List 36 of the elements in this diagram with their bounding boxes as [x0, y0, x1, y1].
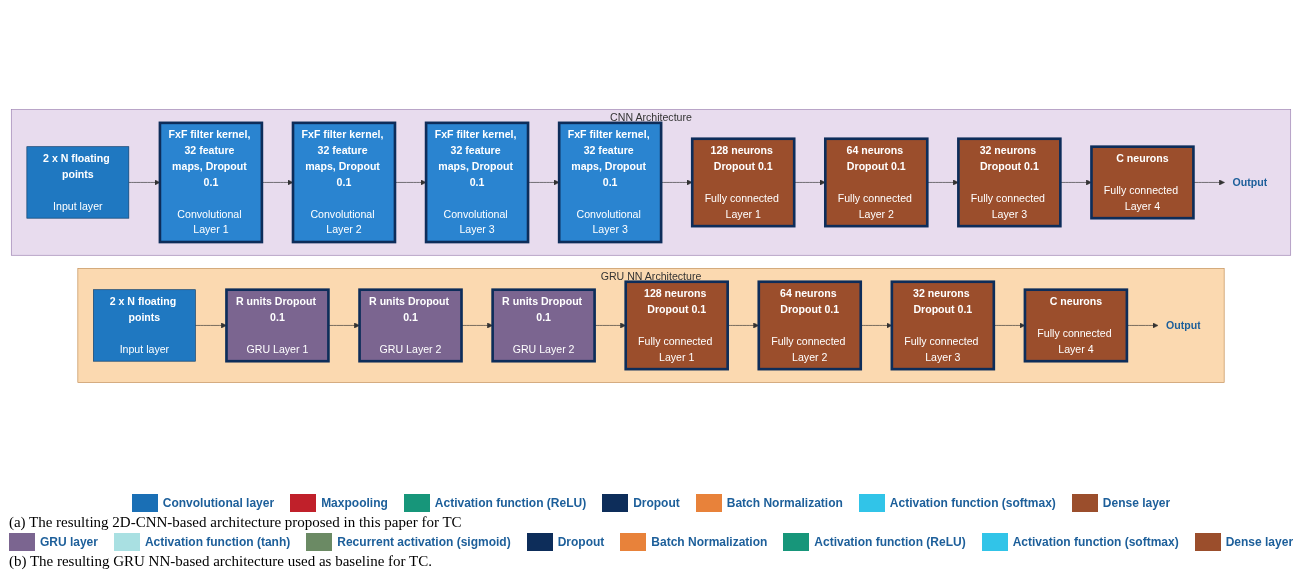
node-box: R units Dropout 0.1 GRU Layer 1: [225, 288, 330, 363]
node-box: FxF filter kernel, 32 feature maps, Dropout 0.1 Convolutional Layer 2: [291, 121, 397, 244]
legend-label: Activation function (tanh): [144, 535, 291, 549]
node-box: 128 neurons Dropout 0.1 Fully connected Layer 1: [690, 137, 796, 228]
legend-label: Recurrent activation (sigmoid): [337, 535, 511, 549]
node-box: FxF filter kernel, 32 feature maps, Dropout 0.1 Convolutional Layer 3: [424, 121, 530, 244]
caption: (b) The resulting GRU NN-based architecture used as baseline for TC.: [8, 553, 433, 570]
legend-label: Batch Normalization: [726, 496, 843, 510]
legend-label: Activation function (ReLU): [434, 496, 587, 510]
legend-label: Activation function (softmax): [1012, 535, 1179, 549]
legend-label: Dropout: [633, 496, 680, 510]
node-box: 2 x N floating points Input layer: [93, 289, 196, 362]
node-box: 64 neurons Dropout 0.1 Fully connected Layer 2: [757, 280, 863, 371]
legend-label: Dropout: [557, 535, 605, 549]
node-box: FxF filter kernel, 32 feature maps, Dropout 0.1 Convolutional Layer 3: [557, 121, 663, 244]
node-text: Output: [1165, 319, 1201, 331]
legend-label: Activation function (ReLU): [814, 535, 966, 549]
node-box: C neurons Fully connected Layer 4: [1090, 145, 1195, 220]
legend-label: Convolutional layer: [162, 496, 275, 510]
node-box: R units Dropout 0.1 GRU Layer 2: [491, 288, 596, 363]
node-box: 128 neurons Dropout 0.1 Fully connected Layer 1: [624, 280, 729, 371]
node-box: C neurons Fully connected Layer 4: [1023, 288, 1129, 363]
node-box: 32 neurons Dropout 0.1 Fully connected Layer 3: [890, 280, 996, 371]
node-box: 32 neurons Dropout 0.1 Fully connected Layer 3: [957, 137, 1062, 228]
node-box: 2 x N floating points Input layer: [26, 146, 130, 219]
node-box: FxF filter kernel, 32 feature maps, Dropout 0.1 Convolutional Layer 1: [158, 121, 264, 244]
node-box: R units Dropout 0.1 GRU Layer 2: [358, 288, 463, 363]
legend-label: Activation function (softmax): [889, 496, 1056, 510]
node-text: Output: [1232, 176, 1268, 188]
legend-label: Maxpooling: [321, 496, 388, 510]
node-box: 64 neurons Dropout 0.1 Fully connected Layer 2: [824, 137, 929, 228]
legend-label: Dense layer: [1225, 535, 1294, 549]
caption: (a) The resulting 2D-CNN-based architecture proposed in this paper for TC: [8, 514, 463, 531]
legend-label: GRU layer: [39, 535, 98, 549]
legend-label: Batch Normalization: [651, 535, 768, 549]
legend-label: Dense layer: [1102, 496, 1171, 510]
